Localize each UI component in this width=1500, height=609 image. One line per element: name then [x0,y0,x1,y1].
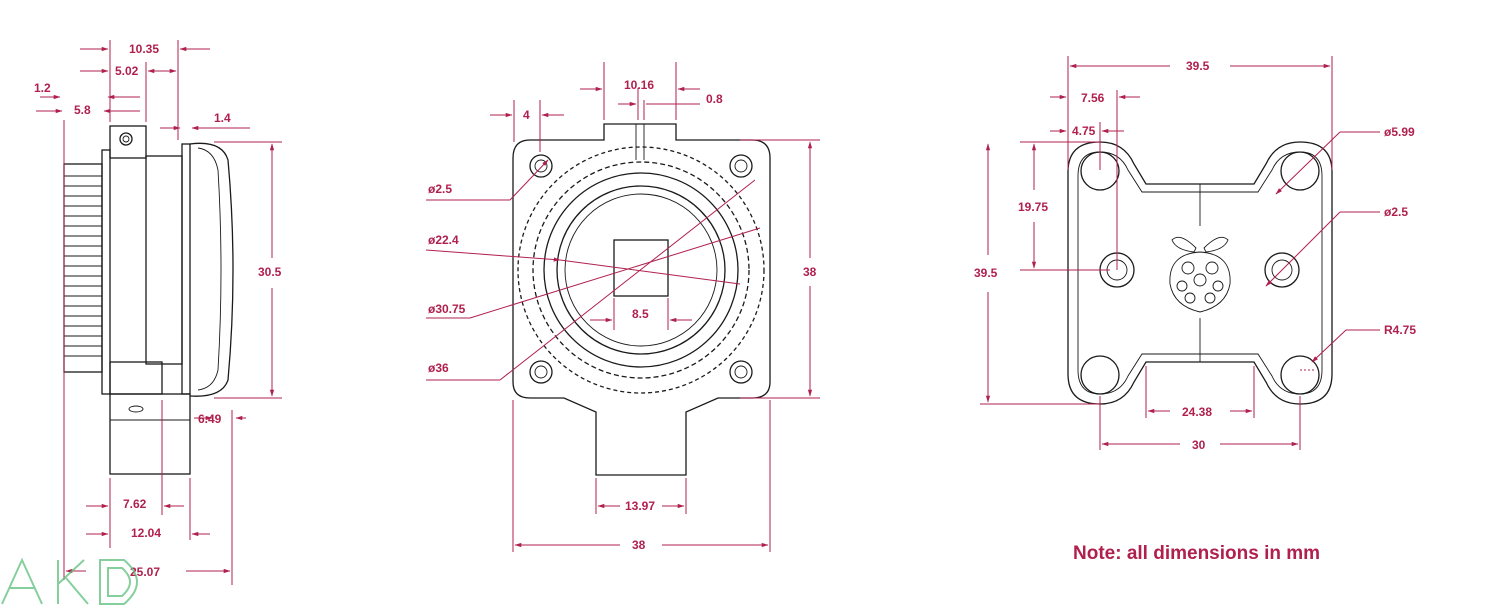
units-note: Note: all dimensions in mm [1073,543,1320,564]
dim-19-75: 19.75 [1018,200,1048,214]
dim-25-07: 25.07 [130,565,160,579]
dim-dia-30-75: ø30.75 [428,302,466,316]
dim-7-56: 7.56 [1081,91,1105,105]
dim-7-62: 7.62 [123,497,147,511]
dim-dia-5-99: ø5.99 [1384,125,1415,139]
raspberry-logo-icon [1169,236,1231,313]
side-view: 10.35 5.02 1.2 5.8 1.4 30.5 6.49 7.62 12… [34,40,282,585]
front-view: 4 10.16 0.8 ø2.5 ø22.4 ø30.75 ø36 8.5 38… [425,62,820,552]
dim-r-4-75: R4.75 [1384,323,1416,337]
dim-1-2: 1.2 [34,81,51,95]
dim-8-5: 8.5 [632,307,649,321]
akd-watermark-logo [1,557,138,605]
dim-4-75: 4.75 [1072,124,1096,138]
back-view-dimension-lines [980,56,1380,450]
dim-10-35: 10.35 [129,42,159,56]
side-view-outline [63,125,234,475]
dim-12-04: 12.04 [131,526,161,540]
dim-dia-2-5-back: ø2.5 [1384,205,1408,219]
dim-dia-22-4: ø22.4 [428,233,459,247]
dim-30-5: 30.5 [258,265,282,279]
dim-5-02: 5.02 [115,64,139,78]
front-view-outline [512,123,771,476]
dim-1-4: 1.4 [214,111,231,125]
front-view-dimension-lines [425,62,820,552]
side-view-dimension-labels: 10.35 5.02 1.2 5.8 1.4 30.5 6.49 7.62 12… [34,42,282,579]
back-view-dimension-labels: 39.5 7.56 4.75 19.75 39.5 ø5.99 ø2.5 R4.… [974,59,1416,452]
dim-dia-36: ø36 [428,361,449,375]
dim-6-49: 6.49 [198,412,222,426]
dim-10-16: 10.16 [624,78,654,92]
dim-38-vertical: 38 [803,265,817,279]
dim-0-8: 0.8 [706,92,723,106]
side-view-dimension-lines [36,40,282,585]
back-view: 39.5 7.56 4.75 19.75 39.5 ø5.99 ø2.5 R4.… [974,56,1416,452]
front-view-dimension-labels: 4 10.16 0.8 ø2.5 ø22.4 ø30.75 ø36 8.5 38… [428,78,817,552]
back-view-outline [1067,141,1333,405]
dim-38-horizontal: 38 [632,538,646,552]
dim-30: 30 [1192,438,1206,452]
dim-24-38: 24.38 [1182,405,1212,419]
dim-39-5-horizontal: 39.5 [1186,59,1210,73]
dim-4: 4 [523,108,530,122]
dim-13-97: 13.97 [625,499,655,513]
dim-39-5-vertical: 39.5 [974,266,998,280]
dim-dia-2-5: ø2.5 [428,182,452,196]
dim-5-8: 5.8 [74,103,91,117]
